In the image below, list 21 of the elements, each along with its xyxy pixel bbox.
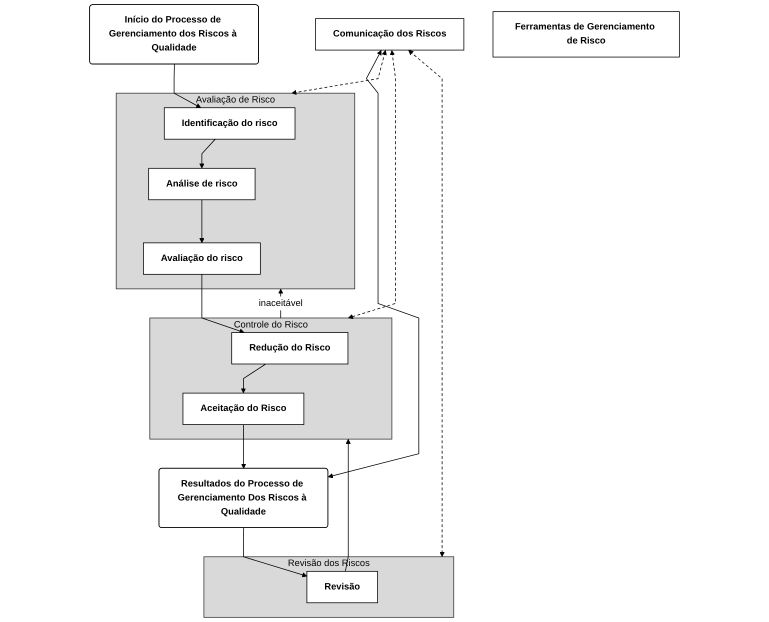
arrow [174, 64, 202, 108]
arrow [240, 364, 266, 394]
node-box: Identificação do risco [164, 107, 296, 140]
node-box: Avaliação do risco [143, 242, 261, 275]
arrow [408, 50, 445, 557]
node-box: Análise de risco [148, 168, 256, 200]
node-box: Comunicação dos Riscos [315, 18, 464, 50]
node-box: Aceitação do Risco [182, 392, 304, 425]
node-box: Redução do Risco [231, 332, 348, 364]
arrow [243, 528, 308, 578]
arrow [348, 50, 396, 320]
arrow [241, 424, 246, 469]
arrow [292, 50, 387, 95]
arrow [202, 274, 244, 334]
arrow [344, 438, 351, 572]
arrow [328, 50, 420, 478]
edge-label: inaceitável [258, 298, 303, 308]
node-box: Ferramentas de Gerenciamento de Risco [492, 11, 680, 58]
arrow [199, 199, 204, 244]
arrow [199, 138, 216, 169]
node-box: Revisão [306, 570, 378, 604]
